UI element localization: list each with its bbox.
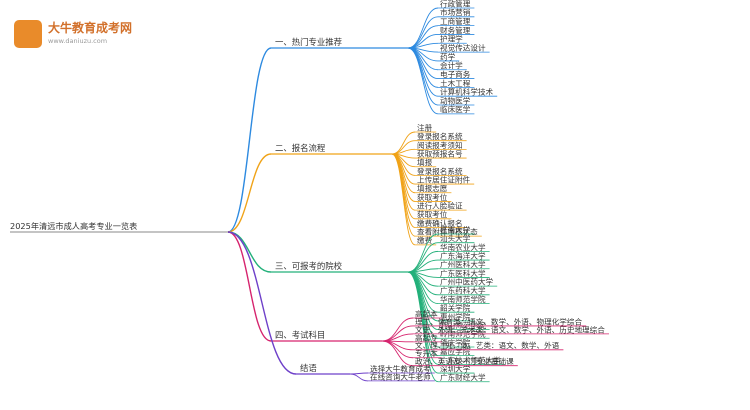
branch-flow-leaf: 获取考位 — [417, 192, 448, 202]
branch-schools-leaf: 广州医科大学 — [440, 259, 486, 269]
branch-hot-leaf: 工商管理 — [440, 16, 471, 26]
branch-exam-leaf-connector — [381, 325, 414, 342]
branch-hot-leaf-connector — [407, 16, 439, 49]
branch-schools-leaf: 华南农业大学 — [440, 242, 486, 252]
branch-end-leaf: 在线咨询大牛老师 — [370, 371, 431, 381]
branch-hot-leaf: 动物医学 — [440, 95, 471, 105]
branch-flow-leaf: 登录报名系统 — [417, 131, 463, 141]
branch-exam-leaf: 专升本 — [415, 348, 438, 358]
branch-end-connector — [227, 231, 297, 375]
branch-hot-leaf: 护理学 — [440, 34, 463, 44]
branch-end-leaf-connector — [349, 373, 369, 382]
branch-schools-leaf: 韩山师范学院 — [440, 320, 486, 330]
branch-flow-leaf: 填报志愿 — [417, 183, 448, 193]
branch-flow-leaf: 获取预报名号 — [417, 148, 463, 158]
branch-flow-leaf: 获取考位 — [417, 209, 448, 219]
branch-flow-leaf: 登录报名系统 — [417, 166, 463, 176]
logo-mark-icon — [14, 20, 42, 48]
branch-schools-connector — [227, 231, 272, 273]
branch-exam-leaf: 文、理、外、体、艺类：语文、数学、外语 — [415, 340, 560, 350]
branch-flow-leaf-connector — [391, 153, 416, 220]
branch-schools-leaf: 惠州学院 — [440, 311, 471, 321]
branch-hot-leaf: 电子商务 — [440, 69, 471, 79]
branch-flow-leaf: 填报 — [417, 157, 433, 167]
branch-flow-leaf: 进行人脸验证 — [417, 201, 463, 211]
branch-hot-leaf-connector — [407, 47, 439, 115]
branch-schools-leaf: 广东技术师范大学 — [440, 355, 501, 365]
branch-schools-leaf: 汕头大学 — [440, 233, 471, 243]
root-topic: 2025年清远市成人高考专业一览表 — [10, 221, 137, 231]
branch-hot-label: 一、热门专业推荐 — [275, 37, 342, 47]
branch-schools-leaf: 广东药科大学 — [440, 285, 486, 295]
branch-schools-leaf: 韶关学院 — [440, 303, 471, 313]
branch-flow-label: 二、报名流程 — [275, 143, 326, 153]
branch-schools-leaf: 深圳大学 — [440, 363, 471, 373]
branch-flow-leaf: 上传居住证附件 — [417, 174, 471, 184]
branch-schools-leaf: 肇庆学院 — [440, 337, 471, 347]
branch-exam-leaf: 政治、英语及一门专业基础课 — [415, 356, 514, 366]
branch-hot-leaf: 视觉传达设计 — [440, 43, 486, 53]
branch-hot-leaf: 会计学 — [440, 60, 463, 70]
branch-hot-leaf: 财务管理 — [440, 25, 471, 35]
branch-flow-leaf: 缴费确认报名 — [417, 218, 463, 228]
branch-hot-leaf-connector — [407, 47, 439, 106]
branch-hot-leaf-connector — [407, 47, 439, 80]
branch-hot-leaf: 计算机科学技术 — [440, 87, 494, 97]
branch-flow-connector — [227, 153, 272, 233]
branch-hot-leaf: 市场营销 — [440, 7, 471, 17]
branch-exam-connector — [227, 231, 272, 342]
branch-exam-leaf-connector — [381, 340, 414, 367]
branch-flow-leaf-connector — [391, 153, 416, 246]
branch-schools-leaf-connector — [407, 271, 439, 383]
branch-flow-leaf-connector — [391, 131, 416, 155]
branch-schools-leaf: 暨南大学 — [440, 224, 471, 234]
branch-hot-leaf-connector — [407, 7, 439, 49]
branch-exam-label: 四、考试科目 — [275, 330, 325, 340]
branch-schools-leaf: 嘉应学院 — [440, 346, 471, 356]
branch-flow-leaf: 缴费 — [417, 235, 433, 245]
branch-exam-leaf: 理工、体育类：语文、数学、外语、物理化学综合 — [415, 316, 582, 326]
branch-exam-leaf: 文史、外语、艺术类：语文、数学、外语、历史地理综合 — [415, 324, 605, 334]
branch-hot-leaf: 临床医学 — [440, 104, 471, 114]
branch-flow-leaf: 阅读报考须知 — [417, 140, 463, 150]
branch-schools-leaf-connector — [407, 242, 439, 273]
site-logo[interactable]: 大牛教育成考网 www.daniuzu.com — [14, 18, 134, 52]
branch-flow-leaf: 注册 — [417, 122, 433, 132]
branch-schools-label: 三、可报考的院校 — [275, 261, 343, 271]
branch-schools-leaf: 广东海洋大学 — [440, 250, 486, 260]
branch-schools-leaf: 广东财经大学 — [440, 372, 486, 382]
branch-schools-leaf: 华南师范学院 — [440, 294, 486, 304]
branch-hot-leaf-connector — [407, 47, 439, 97]
logo-name: 大牛教育成考网 — [48, 21, 133, 35]
branch-flow-leaf: 查看附件审核状态 — [417, 227, 478, 237]
branch-hot-connector — [227, 47, 272, 233]
branch-hot-leaf: 行政管理 — [440, 0, 471, 8]
branch-hot-leaf: 药学 — [440, 51, 456, 61]
branch-schools-leaf: 广东医科大学 — [440, 268, 486, 278]
branch-end-leaf: 选择大牛教育成考 — [370, 363, 431, 373]
logo-url: www.daniuzu.com — [48, 37, 108, 45]
branch-hot-leaf: 土木工程 — [440, 78, 471, 88]
branch-exam-leaf: 高起专 — [415, 332, 438, 342]
branch-exam-leaf: 高起本 — [415, 308, 438, 318]
branch-schools-leaf: 广州中医药大学 — [440, 277, 494, 287]
branch-end-label: 结语 — [300, 363, 317, 373]
